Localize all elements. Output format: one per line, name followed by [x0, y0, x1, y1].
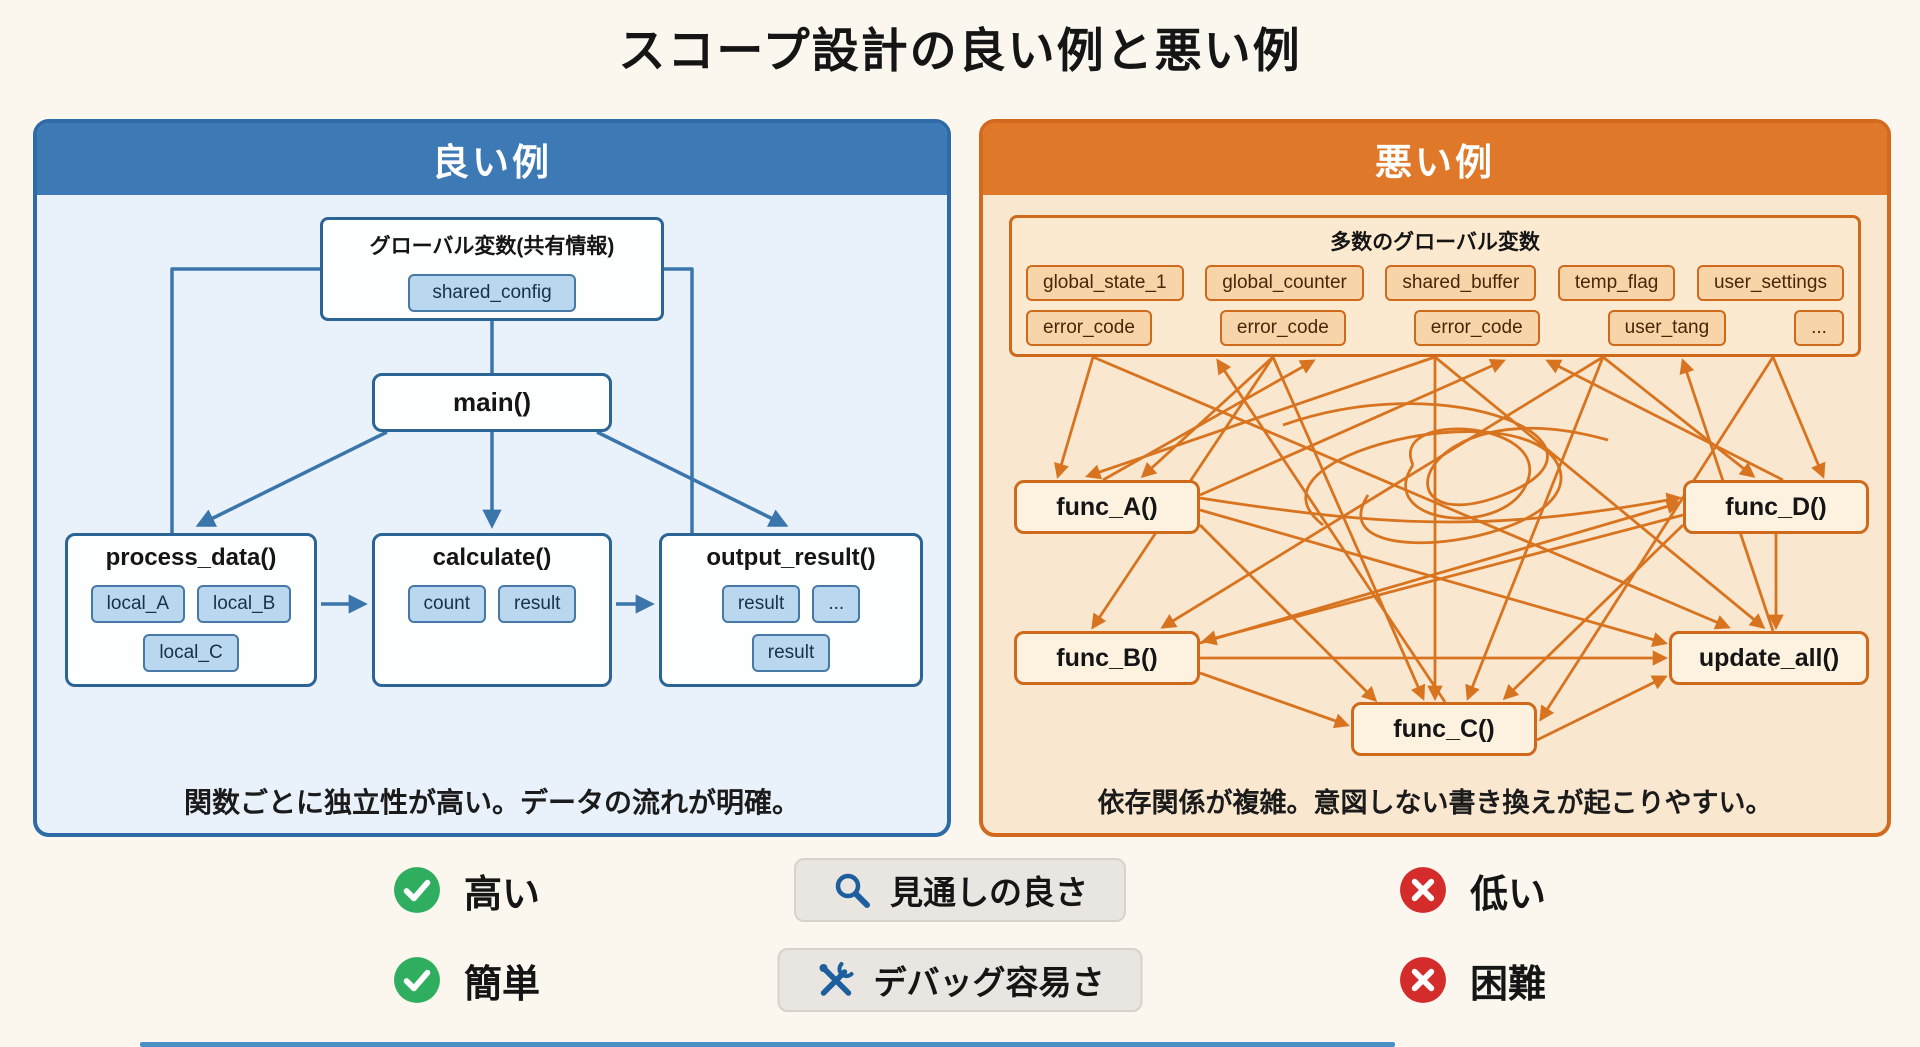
local-variable-chip: result	[498, 585, 577, 623]
cross-icon	[1400, 867, 1446, 913]
global-variable-chip: global_state_1	[1026, 265, 1184, 301]
local-variable-row: result ...	[721, 585, 861, 623]
cross-icon	[1400, 957, 1446, 1003]
global-variable-chip: error_code	[1413, 310, 1540, 346]
page-title: スコープ設計の良い例と悪い例	[618, 24, 1302, 77]
legend-metric-label: 見通しの良さ	[890, 874, 1088, 911]
legend-good-debuggability: 簡単	[392, 948, 540, 1012]
legend-bad-visibility: 低い	[1398, 858, 1546, 922]
legend-bad-debuggability: 困難	[1398, 948, 1546, 1012]
global-variable-chip: error_code	[1026, 310, 1152, 346]
local-variable-chip: local_C	[143, 634, 239, 672]
global-variables-label: 多数のグローバル変数	[1330, 231, 1540, 254]
legend-good-visibility: 高い	[392, 858, 540, 922]
global-chip-row: global_state_1 global_counter shared_buf…	[1012, 265, 1858, 301]
bad-caption: 依存関係が複雑。意図しない書き換えが起こりやすい。	[1097, 788, 1773, 818]
function-name: process_data()	[105, 544, 277, 571]
tools-icon	[819, 962, 854, 996]
good-caption: 関数ごとに独立性が高い。データの流れが明確。	[183, 787, 800, 818]
global-variable-chip: ...	[1794, 310, 1844, 346]
process-data-box: process_data() local_A local_B local_C	[65, 533, 317, 687]
local-variable-chip: count	[407, 585, 486, 623]
local-variable-chip: local_B	[197, 585, 292, 623]
shared-config-chip: shared_config	[408, 274, 576, 312]
global-variable-chip: user_settings	[1696, 265, 1844, 301]
check-icon	[394, 867, 440, 913]
legend-metric-debuggability: デバッグ容易さ	[777, 948, 1143, 1012]
global-variable-chip: temp_flag	[1557, 265, 1676, 301]
local-variable-row: result	[751, 634, 831, 672]
local-variable-row: count result	[407, 585, 577, 623]
function-name: calculate()	[432, 544, 552, 571]
legend-bad-label: 低い	[1470, 873, 1547, 916]
func-a-box: func_A()	[1014, 480, 1200, 534]
many-global-variables-box: 多数のグローバル変数 global_state_1 global_counter…	[1009, 215, 1861, 357]
global-variable-chip: shared_buffer	[1385, 265, 1537, 301]
main-function-box: main()	[372, 373, 612, 432]
legend-good-label: 簡単	[464, 963, 541, 1006]
good-example-panel: 良い例 グ	[33, 119, 951, 837]
function-name: output_result()	[706, 544, 876, 571]
global-variable-chip: user_tang	[1607, 310, 1727, 346]
bad-panel-header: 悪い例	[983, 123, 1887, 195]
legend-row-debuggability: 簡単 デバッグ容易さ 困難	[0, 948, 1920, 1012]
legend-good-label: 高い	[464, 873, 541, 916]
bad-panel-body: 多数のグローバル変数 global_state_1 global_counter…	[983, 195, 1887, 833]
func-d-box: func_D()	[1683, 480, 1869, 534]
func-b-box: func_B()	[1014, 631, 1200, 685]
bad-example-panel: 悪い例	[979, 119, 1891, 837]
local-variable-chip: result	[721, 585, 801, 623]
global-variables-box: グローバル変数(共有情報) shared_config	[320, 217, 664, 321]
local-variable-chip: ...	[812, 585, 861, 623]
magnifier-icon	[835, 873, 870, 908]
legend-metric-label: デバッグ容易さ	[873, 964, 1105, 1001]
legend-bad-label: 困難	[1470, 963, 1547, 1006]
cropped-bottom-bar	[140, 1042, 1395, 1047]
func-c-box: func_C()	[1351, 702, 1537, 756]
legend-row-visibility: 高い 見通しの良さ 低い	[0, 858, 1920, 922]
good-panel-body: グローバル変数(共有情報) shared_config main() proce…	[37, 195, 947, 833]
local-variable-chip: local_A	[90, 585, 185, 623]
local-variable-row: local_C	[143, 634, 239, 672]
output-result-box: output_result() result ... result	[659, 533, 923, 687]
local-variable-chip: result	[751, 634, 831, 672]
calculate-box: calculate() count result	[372, 533, 612, 687]
legend-metric-visibility: 見通しの良さ	[794, 858, 1126, 922]
good-panel-header: 良い例	[37, 123, 947, 195]
check-icon	[394, 957, 440, 1003]
global-variable-chip: global_counter	[1205, 265, 1364, 301]
update-all-box: update_all()	[1669, 631, 1869, 685]
global-variables-label: グローバル変数(共有情報)	[369, 235, 615, 258]
global-chip-row: error_code error_code error_code user_ta…	[1012, 310, 1858, 346]
global-variable-chip: error_code	[1219, 310, 1346, 346]
local-variable-row: local_A local_B	[90, 585, 292, 623]
